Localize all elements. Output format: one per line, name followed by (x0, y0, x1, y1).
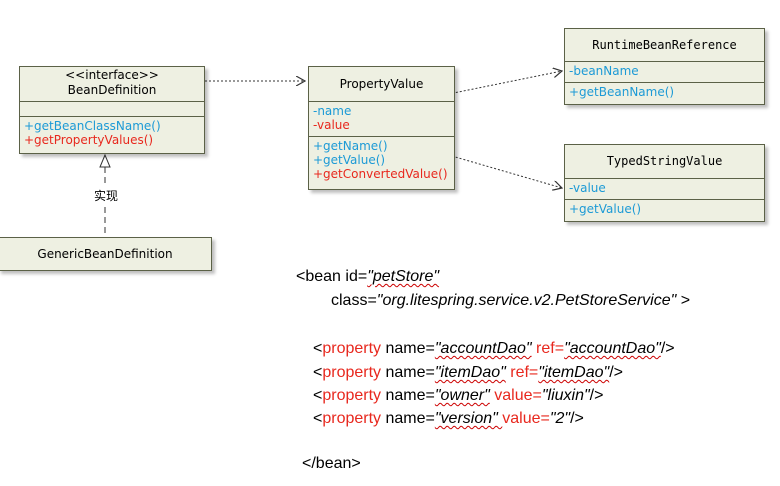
attr-value: -value (313, 118, 350, 132)
interface-stereotype: <<interface>> (65, 68, 159, 82)
xml-value-attr: value= (489, 387, 542, 404)
method-get-bean-name: +getBeanName() (569, 85, 675, 99)
method-get-property-values: +getPropertyValues() (24, 133, 154, 147)
xml-property-val: "itemDao" (538, 364, 610, 381)
typed-string-value-methods: +getValue() (565, 200, 764, 218)
typed-string-value-attributes: -value (565, 179, 764, 200)
xml-property-keyword: property (322, 364, 382, 381)
xml-property-name: "version" (434, 410, 503, 427)
xml-name-attr: name= (381, 364, 435, 381)
xml-name-attr: name= (381, 340, 435, 357)
bean-definition-methods: +getBeanClassName() +getPropertyValues() (20, 117, 204, 149)
xml-property-keyword: property (322, 387, 382, 404)
realization-triangle-icon (99, 153, 111, 168)
xml-property-line: <property name="accountDao" ref="account… (313, 340, 675, 358)
xml-property-keyword: property (322, 410, 382, 427)
property-value-methods: +getName() +getValue() +getConvertedValu… (309, 137, 454, 183)
xml-tag-close: /> (660, 340, 675, 357)
bean-definition-title: BeanDefinition (67, 83, 157, 97)
xml-name-attr: name= (381, 387, 435, 404)
runtime-bean-reference-title: RuntimeBeanReference (565, 29, 764, 62)
method-get-name: +getName() (313, 139, 388, 153)
xml-tag-open: < (313, 340, 323, 357)
xml-value-attr: value= (502, 410, 550, 427)
typed-string-value-title: TypedStringValue (565, 145, 764, 179)
method-get-bean-class-name: +getBeanClassName() (24, 119, 161, 133)
xml-property-val: "liuxin" (541, 387, 590, 404)
xml-tag-close: /> (589, 387, 604, 404)
xml-bean-id: "petStore" (367, 268, 440, 285)
xml-tag-open: < (313, 364, 323, 381)
xml-property-line: <property name="itemDao" ref="itemDao"/> (313, 364, 623, 382)
xml-class-line: class="org.litespring.service.v2.PetStor… (331, 292, 690, 310)
xml-ref-attr: ref= (505, 364, 539, 381)
xml-property-val: "accountDao" (564, 340, 661, 357)
property-value-class: PropertyValue -name -value +getName() +g… (308, 66, 455, 190)
method-get-converted-value: +getConvertedValue() (313, 167, 448, 181)
xml-property-val: "2" (549, 410, 571, 427)
property-value-title: PropertyValue (309, 67, 454, 102)
method-get-value: +getValue() (313, 153, 386, 167)
xml-property-name: "owner" (434, 387, 490, 404)
generic-bean-definition-title: GenericBeanDefinition (37, 247, 173, 261)
xml-name-attr: name= (381, 410, 435, 427)
runtime-bean-reference-methods: +getBeanName() (565, 83, 764, 101)
property-value-attributes: -name -value (309, 102, 454, 137)
bean-definition-attributes (20, 102, 204, 117)
realize-label: 实现 (94, 187, 119, 204)
attr-bean-name: -beanName (569, 64, 639, 78)
xml-property-keyword: property (322, 340, 382, 357)
runtime-bean-reference-class: RuntimeBeanReference -beanName +getBeanN… (564, 28, 765, 105)
typed-string-value-class: TypedStringValue -value +getValue() (564, 144, 765, 222)
xml-ref-attr: ref= (531, 340, 565, 357)
xml-property-name: "itemDao" (434, 364, 506, 381)
xml-bean-open-line: <bean id="petStore" (296, 268, 439, 286)
xml-property-line: <property name="owner" value="liuxin"/> (313, 387, 603, 405)
attr-name: -name (313, 104, 352, 118)
xml-tag-open: < (313, 410, 323, 427)
xml-class-close: > (676, 292, 691, 309)
xml-property-name: "accountDao" (434, 340, 532, 357)
xml-tag-close: /> (609, 364, 623, 381)
runtime-bean-reference-attributes: -beanName (565, 62, 764, 83)
xml-class-attr: class= (331, 292, 377, 309)
xml-class-value: "org.litespring.service.v2.PetStoreServi… (376, 292, 677, 309)
xml-property-line: <property name="version" value="2"/> (313, 410, 584, 428)
xml-tag-close: /> (570, 410, 584, 427)
bean-definition-class: <<interface>> BeanDefinition +getBeanCla… (19, 66, 205, 154)
xml-bean-open: <bean id= (296, 268, 368, 285)
generic-bean-definition-class: GenericBeanDefinition (0, 237, 212, 271)
xml-bean-close: </bean> (302, 455, 361, 472)
attr-typed-value: -value (569, 181, 606, 195)
bean-definition-header: <<interface>> BeanDefinition (20, 67, 204, 102)
method-typed-get-value: +getValue() (569, 202, 642, 216)
xml-tag-open: < (313, 387, 323, 404)
